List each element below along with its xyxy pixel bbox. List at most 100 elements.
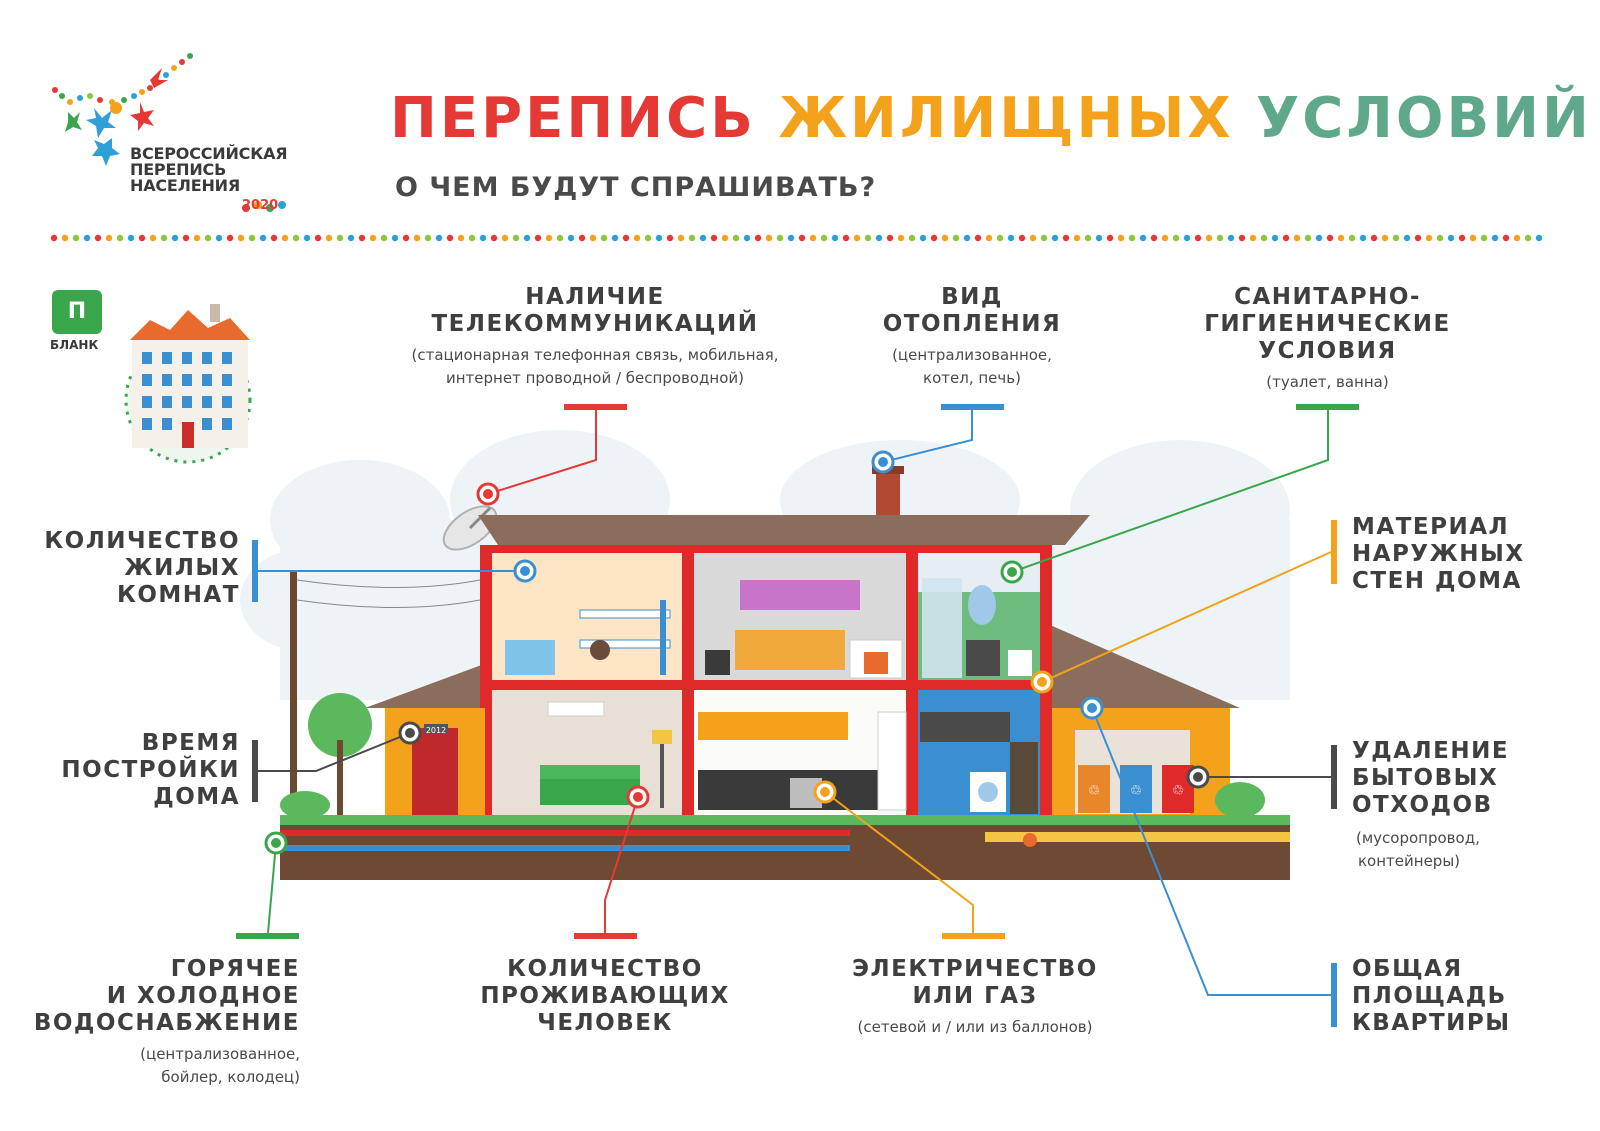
divider-dot [644,234,652,242]
water-pipe-hot [280,830,850,836]
fridge [877,711,907,811]
air-conditioner [547,701,605,717]
divider-dot [600,234,608,242]
tree [308,693,372,757]
divider-dot [292,234,300,242]
divider-dot [754,234,762,242]
logo-figures [65,68,168,166]
divider-dot [1293,234,1301,242]
logo-year: 2020 [242,198,279,213]
divider-dot [446,234,454,242]
waste-title-1: УДАЛЕНИЕ [1352,738,1510,764]
divider-dot [1216,234,1224,242]
sanitary-note-1: (туалет, ванна) [1266,373,1389,391]
divider-dot [501,234,509,242]
divider-dot [1513,234,1521,242]
water-note-2: бойлер, колодец) [161,1068,300,1086]
divider-dot [435,234,443,242]
divider-dot [831,234,839,242]
topic-telecom: НАЛИЧИЕ ТЕЛЕКОММУНИКАЦИЙ (стационарная т… [395,284,795,390]
built-title-1: ВРЕМЯ [141,730,240,756]
divider-dot [1524,234,1532,242]
waste-note-1: (мусоропровод, [1356,829,1480,847]
annex-door [412,728,458,816]
divider-dot [1106,234,1114,242]
divider-dot [1227,234,1235,242]
divider-dot [402,234,410,242]
divider-dot [512,234,520,242]
divider-dot [1007,234,1015,242]
divider-dot [1359,234,1367,242]
divider-dot [105,234,113,242]
divider-dot [160,234,168,242]
divider-dot [1436,234,1444,242]
divider-dot [545,234,553,242]
divider-dot [974,234,982,242]
divider-dot [303,234,311,242]
residents-title-1: КОЛИЧЕСТВО [507,956,703,982]
divider-dot [149,234,157,242]
divider-dot [655,234,663,242]
divider-dot [391,234,399,242]
divider-dot [941,234,949,242]
divider-dot [864,234,872,242]
divider-dot [1095,234,1103,242]
divider-dot [842,234,850,242]
divider-dot [1051,234,1059,242]
waste-title-3: ОТХОДОВ [1352,792,1493,818]
divider-dot [1282,234,1290,242]
telecom-note-1: (стационарная телефонная связь, мобильна… [411,346,779,364]
form-badge: П [52,290,102,334]
area-title-3: КВАРТИРЫ [1352,1010,1511,1036]
divider-dot [930,234,938,242]
utility-pole [290,570,297,820]
divider-dot [908,234,916,242]
rooms-title-2: ЖИЛЫХ [124,555,240,581]
walls-title-2: НАРУЖНЫХ [1352,541,1525,567]
main-roof [478,515,1090,545]
water-pipe-cold [280,845,850,851]
divider-dot [369,234,377,242]
kitchen-cabinets [698,712,848,740]
divider-dot [259,234,267,242]
bin-label-3: ♲ [1172,783,1185,799]
divider-dot [776,234,784,242]
divider-dot [1062,234,1070,242]
divider-dot [1425,234,1433,242]
divider-dot [1535,234,1543,242]
residents-title-2: ПРОЖИВАЮЩИХ [480,983,730,1009]
walls-title-3: СТЕН ДОМА [1352,568,1522,594]
divider-dot [699,234,707,242]
divider-dot [1326,234,1334,242]
divider-dot [1161,234,1169,242]
divider-dot [710,234,718,242]
divider-dot [1414,234,1422,242]
divider-dot [1249,234,1257,242]
divider-dot [380,234,388,242]
divider-dot [61,234,69,242]
divider-dot [193,234,201,242]
telecom-title-2: ТЕЛЕКОММУНИКАЦИЙ [431,311,759,337]
water-title-1: ГОРЯЧЕЕ [170,956,300,982]
divider-dot [457,234,465,242]
built-title-2: ПОСТРОЙКИ [61,757,240,783]
divider-dot [1139,234,1147,242]
divider-dot [1271,234,1279,242]
divider-dot [72,234,80,242]
divider-dot [1238,234,1246,242]
energy-note-1: (сетевой и / или из баллонов) [857,1018,1093,1036]
divider-dot [1084,234,1092,242]
divider-dot [809,234,817,242]
divider-dot [248,234,256,242]
topic-heating: ВИД ОТОПЛЕНИЯ (централизованное, котел, … [872,284,1072,390]
divider-dot [1348,234,1356,242]
child [590,640,610,660]
heating-title-1: ВИД [941,284,1003,310]
page-title: ПЕРЕПИСЬ ЖИЛИЩНЫХ УСЛОВИЙ [390,84,1592,154]
divider-dot [1018,234,1026,242]
heating-title-2: ОТОПЛЕНИЯ [882,311,1062,337]
topic-walls: МАТЕРИАЛ НАРУЖНЫХ СТЕН ДОМА [1352,514,1582,595]
divider-dot [1392,234,1400,242]
divider-dot [1073,234,1081,242]
